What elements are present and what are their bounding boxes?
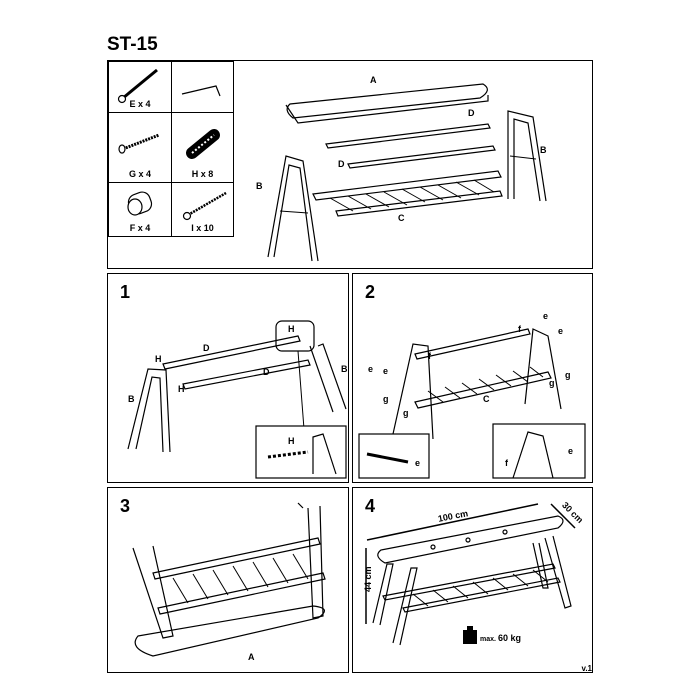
svg-text:H: H (178, 384, 185, 394)
step-4-drawing: 100 cm 30 cm 44 cm max. 60 kg (363, 500, 585, 646)
parts-overview-panel: E x 4 G x 4 H x 8 F x 4 I x 10 A D D C B (107, 60, 593, 269)
step-number: 2 (365, 282, 376, 302)
label-a: A (370, 75, 377, 85)
weight-icon (463, 626, 477, 644)
svg-text:f: f (518, 324, 522, 334)
svg-text:C: C (483, 394, 490, 404)
svg-text:D: D (203, 343, 210, 353)
label-b: B (540, 145, 547, 155)
version-label: v.1 (581, 664, 592, 673)
dowel-icon (186, 129, 220, 159)
detail-inset-right (492, 423, 586, 479)
max-load-label: max. (480, 636, 496, 643)
part-label: F x 4 (129, 223, 151, 233)
detail-inset (255, 425, 347, 479)
step-1-panel: 1 D D B B H H H H (107, 273, 349, 483)
part-label: G x 4 (128, 169, 151, 179)
svg-text:g: g (549, 378, 555, 388)
svg-text:f: f (505, 458, 509, 468)
svg-text:D: D (263, 367, 270, 377)
step-1-drawing: D D B B H H H H (127, 320, 348, 479)
part-label: H x 8 (191, 169, 214, 179)
allen-key-icon (181, 85, 221, 97)
svg-text:e: e (415, 458, 420, 468)
barrel-nut-icon (127, 191, 153, 216)
exploded-overview-drawing: A D D C B B (256, 75, 547, 262)
step-2-drawing: C e e e e f f g g g g e f e (358, 311, 586, 479)
part-label: E x 4 (129, 99, 151, 109)
product-code: ST-15 (107, 34, 158, 55)
part-cell-f: F x 4 (108, 182, 172, 237)
svg-text:H: H (288, 324, 295, 334)
svg-text:B: B (341, 364, 348, 374)
svg-text:g: g (565, 370, 571, 380)
step-number: 1 (120, 282, 131, 302)
step-number: 3 (120, 496, 131, 516)
step-3-drawing: A (132, 502, 326, 662)
svg-text:H: H (155, 354, 162, 364)
svg-text:e: e (568, 446, 573, 456)
svg-text:g: g (383, 394, 389, 404)
label-d: D (338, 159, 345, 169)
label-b: B (256, 181, 263, 191)
step-number: 4 (365, 496, 376, 516)
bolt-icon (117, 68, 158, 104)
part-label: I x 10 (191, 223, 214, 233)
svg-text:B: B (128, 394, 135, 404)
step-4-panel: 4 100 cm 30 cm 44 cm max. 60 kg (352, 487, 593, 673)
label-c: C (398, 213, 405, 223)
step-2-panel: 2 C e e e e f f g g g g e f e (352, 273, 593, 483)
svg-text:H: H (288, 436, 295, 446)
label-d: D (468, 108, 475, 118)
max-load-value: 60 kg (498, 633, 521, 643)
part-cell-i: I x 10 (171, 182, 234, 237)
wood-screw-icon (182, 191, 227, 221)
svg-text:e: e (558, 326, 563, 336)
height-dimension: 44 cm (363, 566, 373, 592)
svg-text:g: g (403, 408, 409, 418)
svg-text:e: e (543, 311, 548, 321)
screw-icon (118, 133, 160, 154)
svg-text:e: e (368, 364, 373, 374)
depth-dimension: 30 cm (560, 500, 585, 525)
step-3-panel: 3 A (107, 487, 349, 673)
svg-text:A: A (248, 652, 255, 662)
svg-text:e: e (383, 366, 388, 376)
svg-text:f: f (428, 351, 432, 361)
